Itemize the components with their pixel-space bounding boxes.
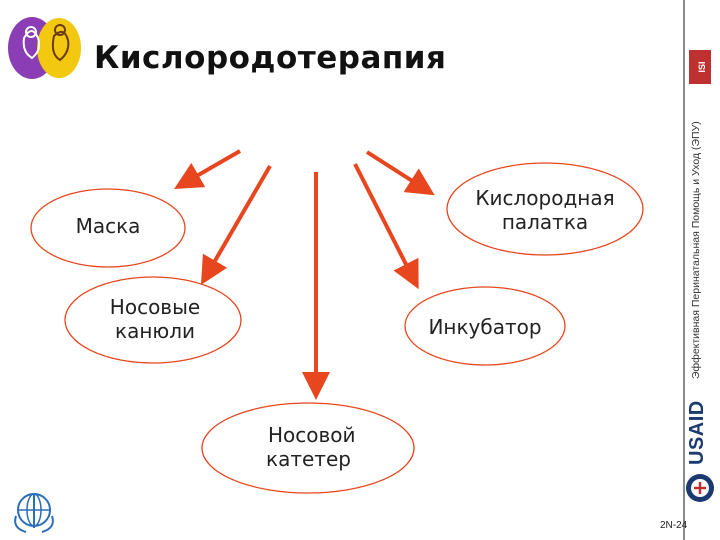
arrow-to-maska: [174, 149, 241, 189]
node-inkubator: [404, 286, 566, 366]
usaid-seal-icon: [686, 474, 714, 502]
node-label-kanyuli: Носовые канюли: [109, 295, 201, 344]
node-label-maska: Маска: [75, 214, 141, 238]
node-maska: [30, 188, 186, 268]
arrow-to-kanyuli: [200, 164, 272, 285]
arrow-to-palatka: [365, 150, 435, 196]
family-logo-icon: [8, 17, 81, 79]
node-kanyuli: [64, 276, 242, 364]
isi-logo-icon: ISI: [689, 50, 711, 84]
node-kateter: [201, 402, 415, 494]
node-label-inkubator: Инкубатор: [428, 315, 542, 339]
vertical-divider: [683, 0, 685, 540]
svg-text:ISI: ISI: [697, 61, 707, 72]
node-label-kateter: Носовой катетер: [266, 423, 356, 472]
node-palatka: [446, 162, 644, 256]
node-label-palatka: Кислородная палатка: [475, 186, 615, 235]
page-title: Кислородотерапия: [94, 40, 447, 76]
arrow-to-inkubator: [353, 163, 419, 290]
who-emblem-icon: [14, 493, 54, 533]
slide-number: 2N-24: [660, 520, 688, 531]
